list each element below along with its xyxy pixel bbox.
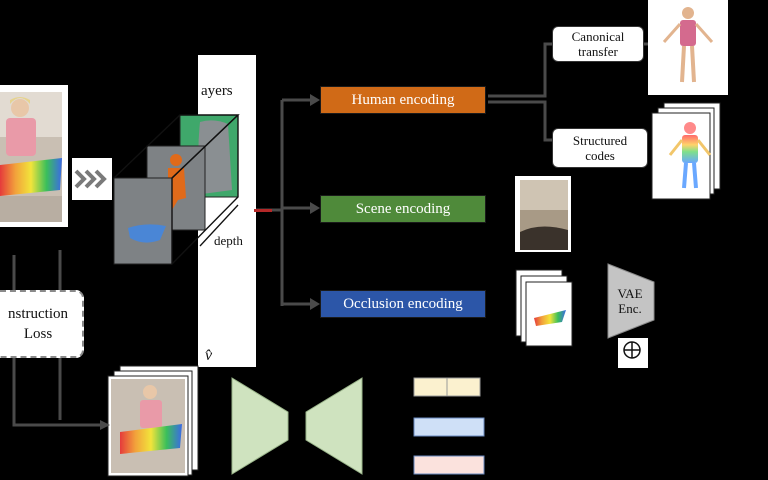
depth-label: depth xyxy=(214,233,243,248)
occlusion-encoding-box: Occlusion encoding xyxy=(320,290,486,318)
canonical-line2: transfer xyxy=(578,44,618,59)
arrow-head-human xyxy=(310,94,320,106)
vae-line1: VAE xyxy=(617,286,643,301)
canonical-transfer-box: Canonical transfer xyxy=(552,26,644,62)
arrow-head-output xyxy=(100,420,110,430)
unet-decoder-shape xyxy=(305,377,363,475)
structured-codes-box: Structured codes xyxy=(552,128,648,168)
unet-encoder-shape xyxy=(231,377,289,475)
circled-plus-icon xyxy=(618,338,648,368)
human-encoding-box: Human encoding xyxy=(320,86,486,114)
layer-stack xyxy=(113,114,240,265)
loss-line2: Loss xyxy=(23,326,53,342)
scene-encoding-label: Scene encoding xyxy=(355,200,451,217)
loss-line1: nstruction xyxy=(8,306,68,322)
occlusion-cards xyxy=(515,269,573,347)
human-encoding-label: Human encoding xyxy=(351,91,455,108)
layers-label: ayers xyxy=(201,83,233,99)
structured-codes-cards xyxy=(651,102,721,200)
structured-line2: codes xyxy=(585,148,615,163)
vae-encoder-icon xyxy=(607,263,655,339)
scene-thumbnail xyxy=(515,176,571,252)
occlusion-encoding-label: Occlusion encoding xyxy=(343,295,463,312)
scene-encoding-box: Scene encoding xyxy=(320,195,486,223)
canonical-line1: Canonical xyxy=(571,29,625,44)
token-bars xyxy=(413,377,485,475)
vae-label: VAE Enc. xyxy=(610,286,650,316)
output-photo-stack xyxy=(107,365,199,477)
arrow-head-scene xyxy=(310,202,320,214)
stack-red-marker xyxy=(254,209,272,212)
vae-line2: Enc. xyxy=(618,301,642,316)
canonical-figure xyxy=(648,0,728,95)
structured-line1: Structured xyxy=(572,133,628,148)
triple-chevron-icon xyxy=(72,158,112,200)
layers-panel xyxy=(198,55,256,367)
input-photo xyxy=(0,85,68,227)
v-hat-label: v̂ xyxy=(205,347,213,364)
reconstruction-loss-box: nstruction Loss xyxy=(0,290,84,358)
arrow-head-occlusion xyxy=(310,298,320,310)
